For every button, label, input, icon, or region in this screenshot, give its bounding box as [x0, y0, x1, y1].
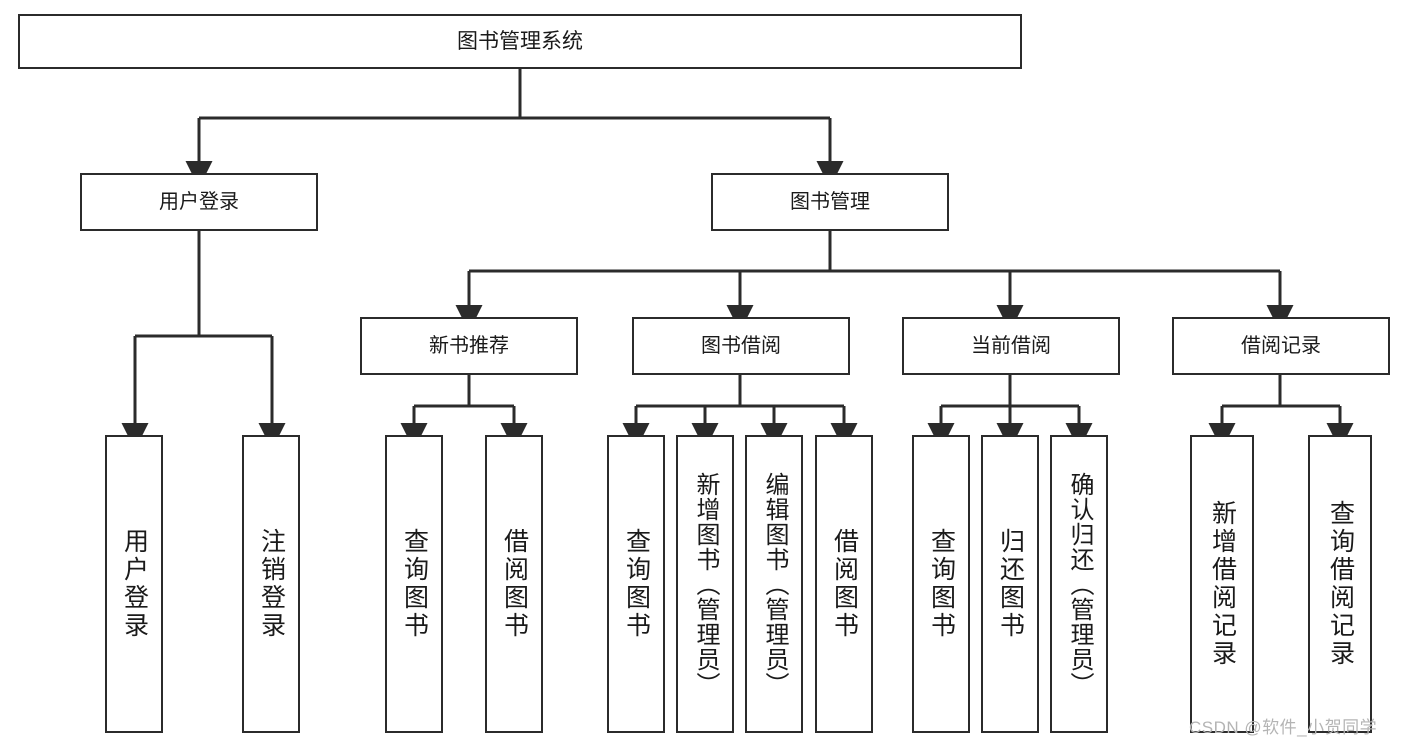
leaf-record-query-record[interactable]: 查询借阅记录 [1308, 435, 1372, 733]
csdn-watermark: CSDN @软件_小贺同学 [1189, 718, 1378, 737]
node-label: 确认归还（管理员） [1066, 471, 1093, 697]
node-borrow-record[interactable]: 借阅记录 [1172, 317, 1390, 375]
node-label: 查询图书 [927, 528, 956, 640]
leaf-current-return-book[interactable]: 归还图书 [981, 435, 1039, 733]
node-user-login[interactable]: 用户登录 [80, 173, 318, 231]
node-label: 借阅图书 [830, 528, 859, 640]
leaf-borrow-query-book[interactable]: 查询图书 [607, 435, 665, 733]
leaf-newbook-borrow-book[interactable]: 借阅图书 [485, 435, 543, 733]
node-label: 用户登录 [159, 190, 239, 213]
node-label: 用户登录 [120, 528, 149, 640]
node-label: 借阅记录 [1241, 334, 1321, 357]
node-label: 查询借阅记录 [1326, 500, 1355, 668]
leaf-borrow-edit-book-admin[interactable]: 编辑图书（管理员） [745, 435, 803, 733]
node-label: 查询图书 [622, 528, 651, 640]
node-label: 新增图书（管理员） [692, 471, 719, 697]
leaf-current-confirm-return-admin[interactable]: 确认归还（管理员） [1050, 435, 1108, 733]
node-label: 当前借阅 [971, 334, 1051, 357]
node-book-management[interactable]: 图书管理 [711, 173, 949, 231]
leaf-newbook-query-book[interactable]: 查询图书 [385, 435, 443, 733]
leaf-user-login[interactable]: 用户登录 [105, 435, 163, 733]
leaf-record-add-record[interactable]: 新增借阅记录 [1190, 435, 1254, 733]
node-label: 查询图书 [400, 528, 429, 640]
node-root-system[interactable]: 图书管理系统 [18, 14, 1022, 69]
node-label: 图书借阅 [701, 334, 781, 357]
node-label: 注销登录 [257, 528, 286, 640]
leaf-borrow-add-book-admin[interactable]: 新增图书（管理员） [676, 435, 734, 733]
node-label: 图书管理系统 [457, 29, 583, 53]
node-label: 新增借阅记录 [1208, 500, 1237, 668]
node-label: 编辑图书（管理员） [761, 471, 788, 697]
node-label: 归还图书 [996, 528, 1025, 640]
leaf-current-query-book[interactable]: 查询图书 [912, 435, 970, 733]
leaf-borrow-borrow-book[interactable]: 借阅图书 [815, 435, 873, 733]
node-current-borrow[interactable]: 当前借阅 [902, 317, 1120, 375]
leaf-logout-login[interactable]: 注销登录 [242, 435, 300, 733]
node-label: 图书管理 [790, 190, 870, 213]
node-label: 新书推荐 [429, 334, 509, 357]
node-new-book-recommend[interactable]: 新书推荐 [360, 317, 578, 375]
node-label: 借阅图书 [500, 528, 529, 640]
node-book-borrow[interactable]: 图书借阅 [632, 317, 850, 375]
